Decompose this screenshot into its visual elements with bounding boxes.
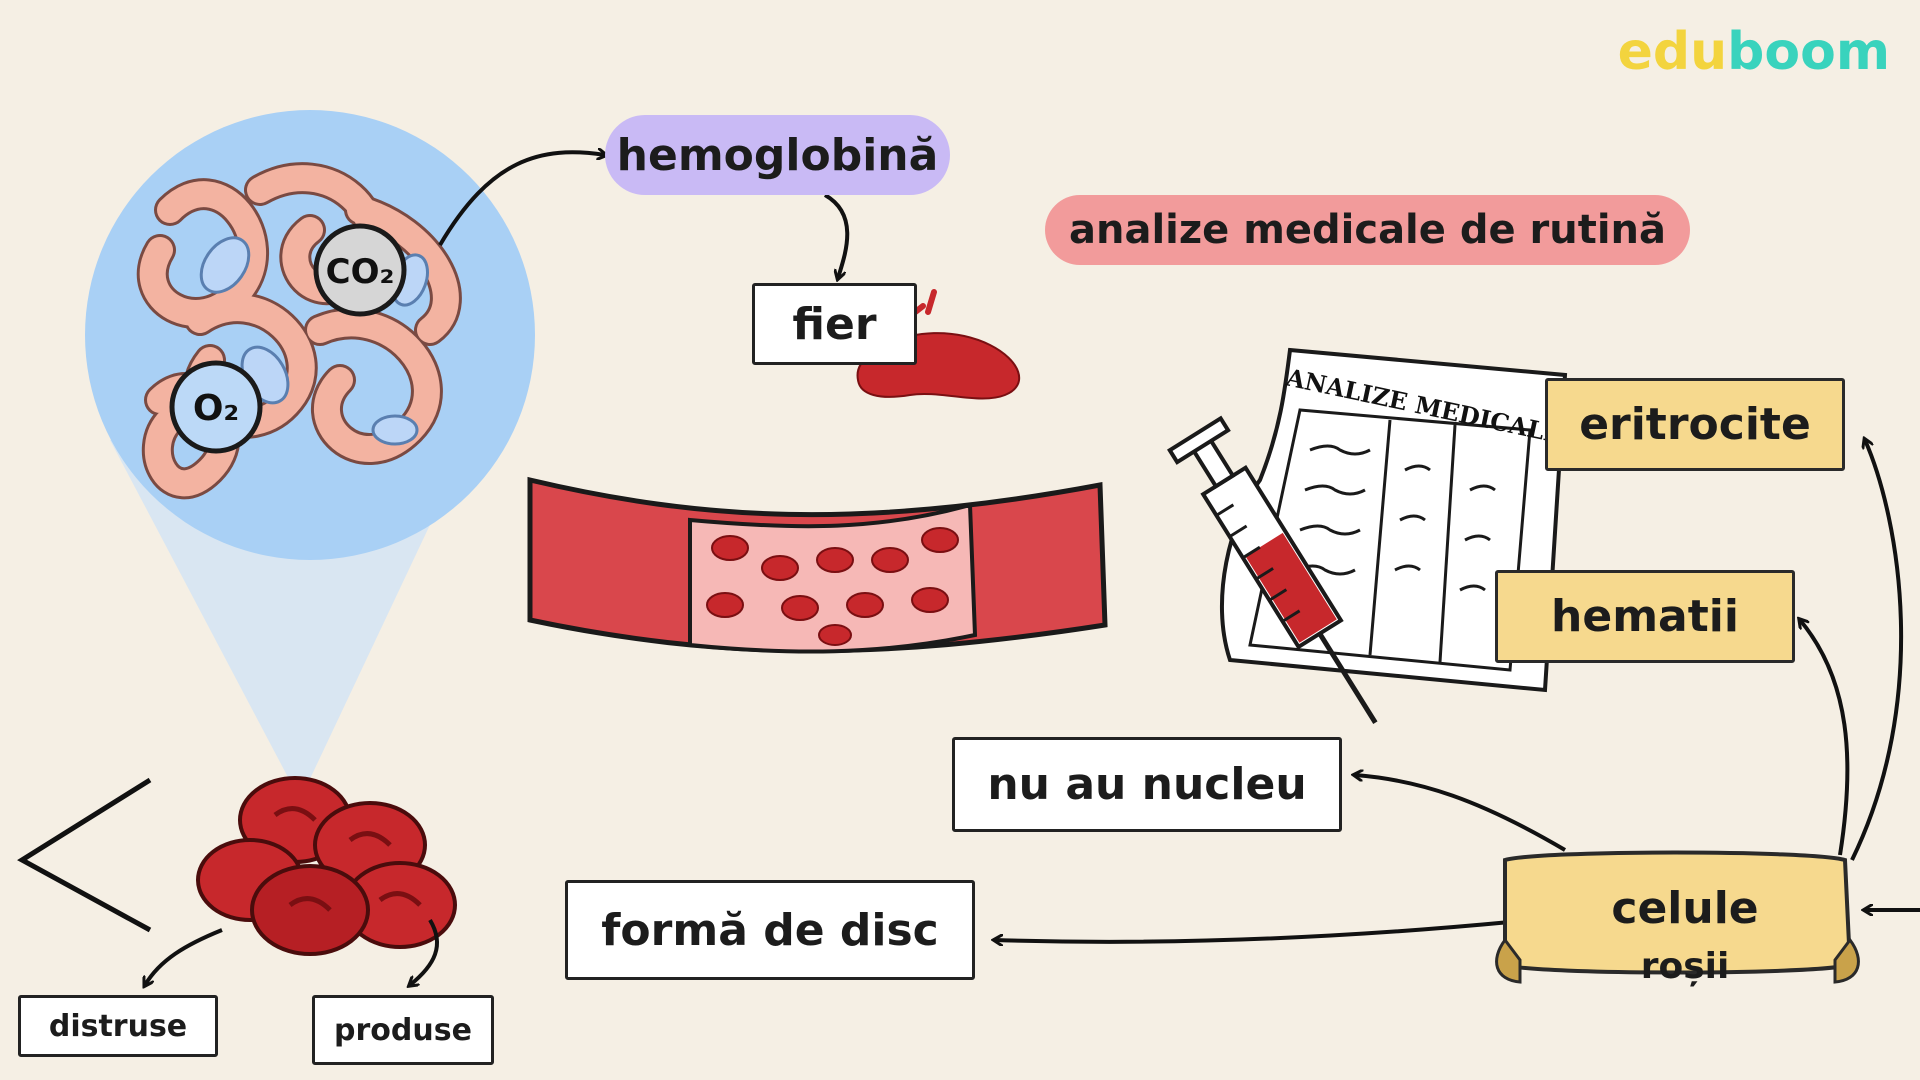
syringe-icon — [1167, 415, 1378, 724]
arrow-cells-to-hematii — [1800, 620, 1850, 856]
label-erythrocytes: eritrocite — [1545, 378, 1845, 471]
connector-arrows — [145, 152, 1920, 985]
arrow-co2-to-hemoglobin — [438, 152, 605, 247]
arrow-cells-to-produced — [410, 918, 440, 985]
co2-label: CO₂ — [326, 252, 395, 292]
blood-vessel-icon — [527, 476, 1108, 654]
red-blood-cells-icon — [196, 776, 457, 956]
arrow-hemoglobin-to-iron — [823, 193, 850, 278]
label-iron: fier — [752, 283, 917, 365]
label-produced: produse — [312, 995, 494, 1065]
label-hemoglobin: hemoglobină — [605, 115, 950, 195]
bracket-shape — [17, 777, 152, 933]
red-cells-scroll — [1495, 850, 1860, 984]
co2-molecule: CO₂ — [313, 223, 407, 317]
label-no-nucleus: nu au nucleu — [952, 737, 1342, 832]
label-red-cells: celule — [1611, 882, 1759, 934]
o2-label: O₂ — [193, 388, 239, 429]
label-hematii: hematii — [1495, 570, 1795, 663]
arrow-cells-to-nucleus — [1355, 775, 1567, 852]
o2-molecule: O₂ — [169, 360, 263, 454]
label-disc-shape: formă de disc — [565, 880, 975, 980]
arrow-cells-to-destroyed — [145, 928, 223, 985]
label-destroyed: distruse — [18, 995, 218, 1057]
arrow-cells-to-disc — [995, 920, 1511, 942]
brand-logo: eduboom — [1618, 22, 1890, 82]
label-routine-tests: analize medicale de rutină — [1045, 195, 1690, 265]
brand-logo-part2: boom — [1727, 22, 1890, 82]
brand-logo-part1: edu — [1617, 22, 1728, 82]
arrow-cells-to-eritrocite — [1850, 440, 1904, 861]
label-red-cells-2: roșii — [1640, 945, 1730, 987]
